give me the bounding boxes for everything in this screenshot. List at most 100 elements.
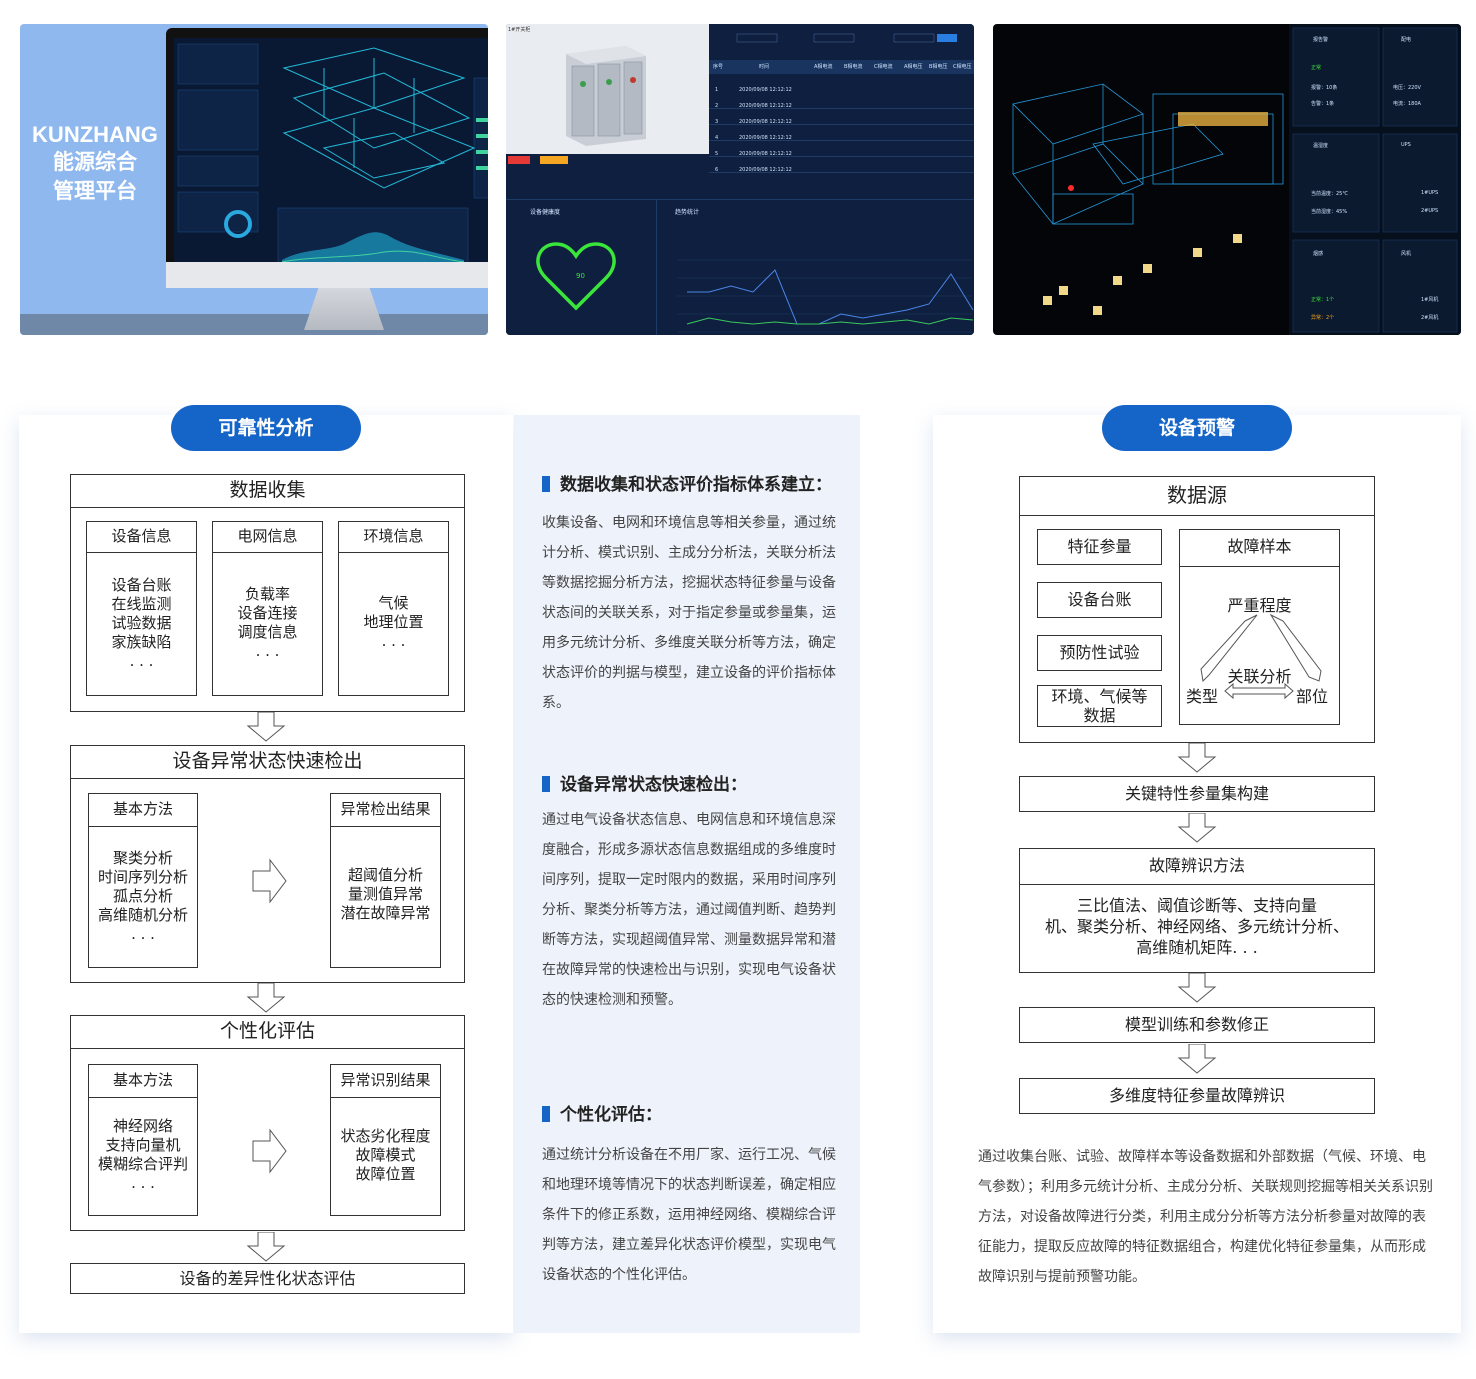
- alarm-tag: [508, 156, 530, 164]
- warning-description: 通过收集台账、试验、故障样本等设备数据和外部数据（气候、环境、电气参数）；利用多…: [978, 1148, 1433, 1284]
- dashboard-visual: [177, 43, 488, 269]
- section3-heading: 个性化评估：: [542, 1100, 662, 1125]
- arrow-down-icon: [1177, 1044, 1217, 1074]
- section1-bar: [542, 476, 550, 492]
- section1-heading: 数据收集和状态评价指标体系建立：: [542, 470, 832, 495]
- eval-result-box: 异常识别结果 状态劣化程度 故障模式 故障位置: [330, 1064, 441, 1216]
- arrow-down-icon: [246, 983, 286, 1013]
- status-normal: 正常: [1311, 65, 1322, 71]
- grid-info-body: 负载率 设备连接 调度信息 . . .: [237, 585, 298, 660]
- step-model-train: 模型训练和参数修正: [1019, 1007, 1375, 1043]
- desk-strip: [20, 314, 488, 335]
- eval-method-title: 基本方法: [89, 1065, 197, 1098]
- report-count: 报警：10条: [1311, 85, 1338, 91]
- section3-bar: [542, 1106, 550, 1122]
- alarm-card-title-0: 报告警: [1313, 37, 1329, 43]
- health-panel: 设备健康度 90: [506, 199, 656, 335]
- alarm-card-title-5: 风机: [1401, 251, 1412, 257]
- detect-result-body: 超阈值分析 量测值异常 潜在故障异常: [340, 866, 431, 922]
- cabinet-icon: [566, 46, 646, 146]
- fault-method-body: 三比值法、阈值诊断等、支持向量 机、聚类分析、神经网络、多元统计分析、 高维随机…: [1044, 896, 1349, 957]
- data-table-panel: 序号 时间 A相电流 B相电流 C相电流 A相电压 B相电压 C相电压 1 20…: [709, 24, 974, 199]
- warn-count: 告警：1条: [1311, 101, 1335, 107]
- source-item-ledger: 设备台账: [1037, 582, 1162, 618]
- fan2-label: 2#风机: [1421, 315, 1439, 321]
- humid-value: 当前湿度：45%: [1311, 209, 1348, 215]
- fault-method-title: 故障辨识方法: [1020, 849, 1374, 885]
- env-info-body: 气候 地理位置 . . .: [363, 594, 424, 650]
- health-title: 设备健康度: [530, 209, 561, 216]
- explanation-panel: 数据收集和状态评价指标体系建立： 收集设备、电网和环境信息等相关参量，通过统计分…: [514, 415, 860, 1333]
- warning-pill: 设备预警: [1102, 405, 1292, 451]
- table-row-5-time: 2020/09/08 12:12:12: [739, 167, 792, 173]
- table-header-7: C相电压: [953, 64, 972, 70]
- section3-title: 个性化评估：: [560, 1105, 662, 1124]
- table-row-2-time: 2020/09/08 12:12:12: [739, 119, 792, 125]
- table-row-5-id: 6: [715, 167, 719, 173]
- smoke-normal: 正常：1个: [1311, 297, 1335, 303]
- detect-method-title: 基本方法: [89, 794, 197, 827]
- detect-title: 设备异常状态快速检出: [71, 746, 464, 779]
- platform-monitor-image: KUNZHANG 能源综合 管理平台: [20, 24, 488, 335]
- fault-method-box: 故障辨识方法 三比值法、阈值诊断等、支持向量 机、聚类分析、神经网络、多元统计分…: [1019, 848, 1375, 973]
- alarm-card-title-1: 配电: [1401, 37, 1412, 43]
- cabinet-dashboard-image: 1#开关柜 序号 时间 A相电流 B相电流 C相电流 A相电压 B相电压 C相电…: [506, 24, 974, 335]
- monitor-chin: [166, 262, 488, 288]
- table-row-3-id: 4: [715, 135, 719, 141]
- monitor-screen: [174, 38, 488, 274]
- detect-result-title: 异常检出结果: [331, 794, 440, 827]
- arrow-right-icon: [252, 1128, 287, 1174]
- 3d-campus-visual: [1012, 24, 1461, 335]
- monitor-stand: [304, 288, 384, 330]
- fault-sample-title: 故障样本: [1180, 530, 1339, 567]
- heart-icon: [536, 242, 616, 311]
- trend-chart: [677, 259, 974, 333]
- arrow-down-icon: [246, 712, 286, 742]
- table-row-0-time: 2020/09/08 12:12:12: [739, 87, 792, 93]
- brand-cn-line1: 能源综合: [53, 151, 137, 174]
- data-table-visual: [709, 33, 974, 173]
- brand-cn-line2: 管理平台: [53, 180, 137, 203]
- table-header-0: 序号: [713, 64, 724, 70]
- trend-panel: 趋势统计: [656, 199, 974, 335]
- table-header-5: A相电压: [904, 64, 923, 70]
- arrow-down-icon: [1177, 973, 1217, 1003]
- source-item-feature: 特征参量: [1037, 529, 1162, 565]
- table-header-2: A相电流: [814, 64, 833, 70]
- current-value: 电流：180A: [1393, 101, 1421, 107]
- temp-value: 当前温度：25℃: [1311, 191, 1348, 197]
- eval-method-box: 基本方法 神经网络 支持向量机 模糊综合评判 . . .: [88, 1064, 198, 1216]
- brand-en: KUNZHANG: [32, 122, 158, 147]
- device-info-box: 设备信息 设备台账 在线监测 试验数据 家族缺陷 . . .: [86, 521, 197, 696]
- env-info-title: 环境信息: [339, 522, 448, 553]
- grid-info-box: 电网信息 负载率 设备连接 调度信息 . . .: [212, 521, 323, 696]
- table-header-1: 时间: [759, 64, 770, 70]
- table-row-1-time: 2020/09/08 12:12:12: [739, 103, 792, 109]
- detect-method-box: 基本方法 聚类分析 时间序列分析 孤点分析 高维随机分析 . . .: [88, 793, 198, 968]
- device-info-title: 设备信息: [87, 522, 196, 553]
- eval-title: 个性化评估: [71, 1016, 464, 1049]
- eval-result-title: 异常识别结果: [331, 1065, 440, 1098]
- health-value: 90: [576, 272, 585, 280]
- cabinet-title: 1#开关柜: [508, 27, 531, 33]
- trend-title: 趋势统计: [675, 209, 700, 216]
- step-fault-identify: 多维度特征参量故障辨识: [1019, 1078, 1375, 1114]
- table-row-3-time: 2020/09/08 12:12:12: [739, 135, 792, 141]
- tri-center-label: 关联分析: [1227, 667, 1292, 686]
- table-row-2-id: 3: [715, 119, 719, 125]
- final-eval-box: 设备的差异性化状态评估: [70, 1263, 465, 1294]
- section3-body: 通过统计分析设备在不用厂家、运行工况、气候和地理环境等情况下的状态判断误差，确定…: [542, 1146, 836, 1282]
- section2-body: 通过电气设备状态信息、电网信息和环境信息深度融合，形成多源状态信息数据组成的多维…: [542, 811, 836, 1007]
- detect-result-box: 异常检出结果 超阈值分析 量测值异常 潜在故障异常: [330, 793, 441, 968]
- table-row-0-id: 1: [715, 87, 719, 93]
- reliability-pill: 可靠性分析: [171, 405, 361, 451]
- eval-result-body: 状态劣化程度 故障模式 故障位置: [340, 1127, 431, 1183]
- table-header-6: B相电压: [929, 64, 948, 70]
- table-row-4-time: 2020/09/08 12:12:12: [739, 151, 792, 157]
- table-row-4-id: 5: [715, 151, 719, 157]
- voltage-value: 电压：220V: [1393, 85, 1421, 91]
- alarm-card-title-4: 烟感: [1313, 251, 1324, 257]
- env-info-box: 环境信息 气候 地理位置 . . .: [338, 521, 449, 696]
- section2-bar: [542, 776, 550, 792]
- step-key-params: 关键特性参量集构建: [1019, 776, 1375, 812]
